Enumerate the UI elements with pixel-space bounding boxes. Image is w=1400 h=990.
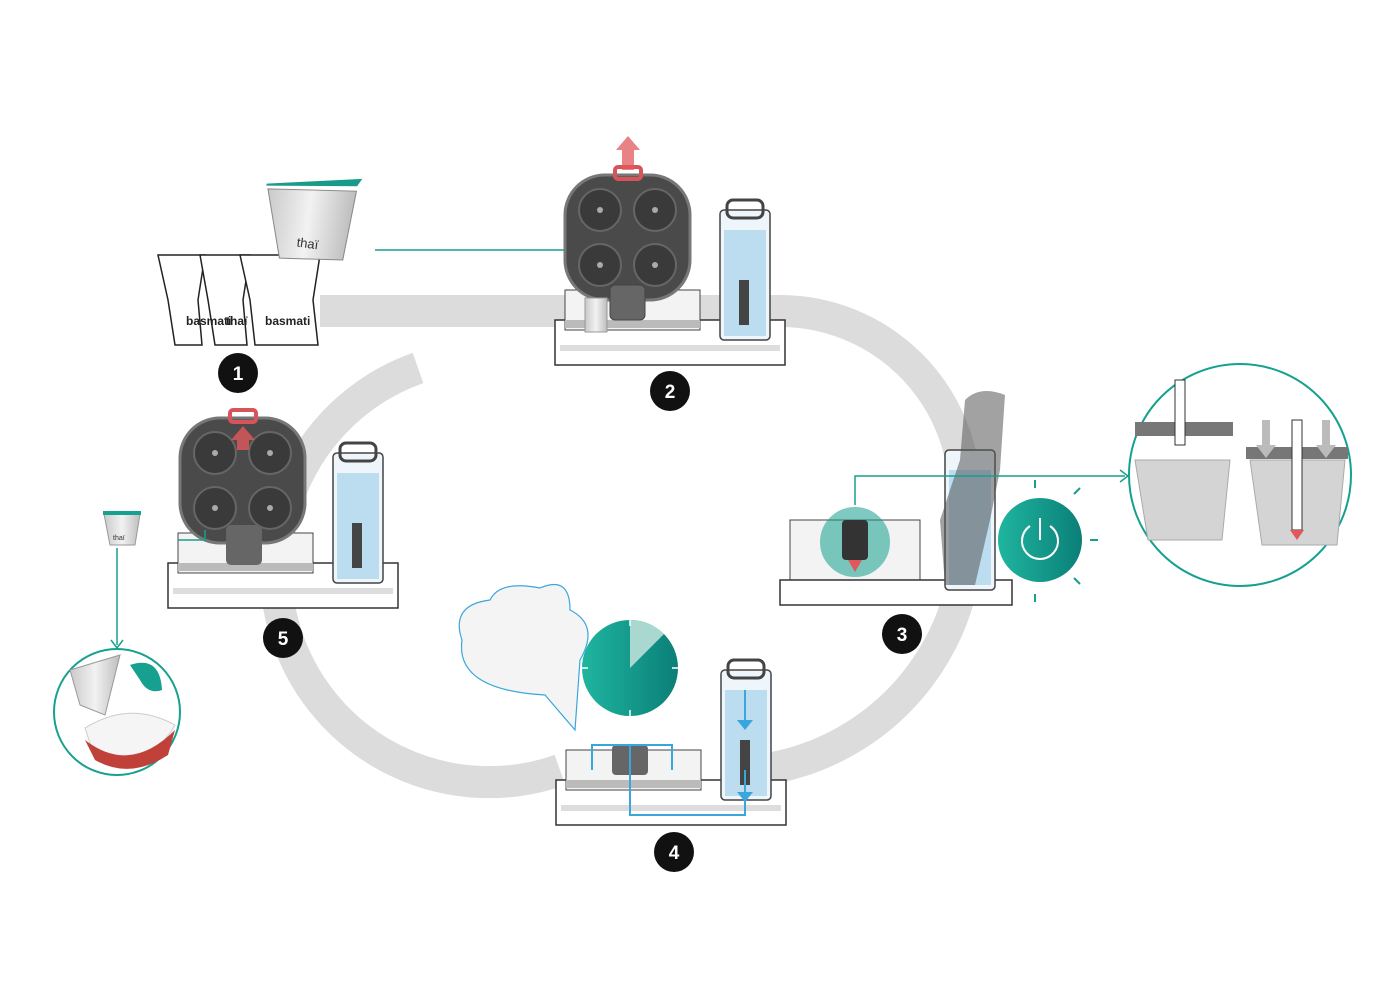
pod-label: thaï <box>226 314 248 328</box>
step-number: 5 <box>278 629 289 650</box>
lift-arrow-icon <box>616 136 640 170</box>
power-button-icon <box>998 480 1098 602</box>
featured-thai-pod: thaï <box>266 178 363 261</box>
steam-cloud-icon <box>458 583 589 732</box>
step-badge <box>218 353 258 393</box>
step-number: 1 <box>233 364 244 385</box>
step-1-pods: basmati thaï basmati thaï 1 <box>157 178 363 393</box>
step-badge <box>654 832 694 872</box>
step-number: 4 <box>669 843 680 864</box>
small-thai-pod: thaï <box>103 511 141 546</box>
step-2-insert-pod: 2 <box>553 136 787 411</box>
step-number: 3 <box>897 625 908 646</box>
pod-label: basmati <box>186 314 231 328</box>
pod-label: basmati <box>265 314 310 328</box>
connector-line <box>854 475 1125 505</box>
pod-label: thaï <box>296 234 320 252</box>
detail-zoom-circle <box>1128 363 1352 587</box>
clock-icon <box>582 619 678 716</box>
rice-bowl-icon <box>53 648 181 776</box>
step-3-start: 3 <box>779 363 1352 654</box>
step-badge <box>650 371 690 411</box>
step-badge <box>263 618 303 658</box>
step-badge <box>882 614 922 654</box>
pod-label: thaï <box>113 535 125 542</box>
step-5-serve: thaï 5 <box>53 408 400 776</box>
step-number: 2 <box>665 382 676 403</box>
step-4-cooking: 4 <box>458 583 788 872</box>
hand-icon <box>940 391 1005 585</box>
